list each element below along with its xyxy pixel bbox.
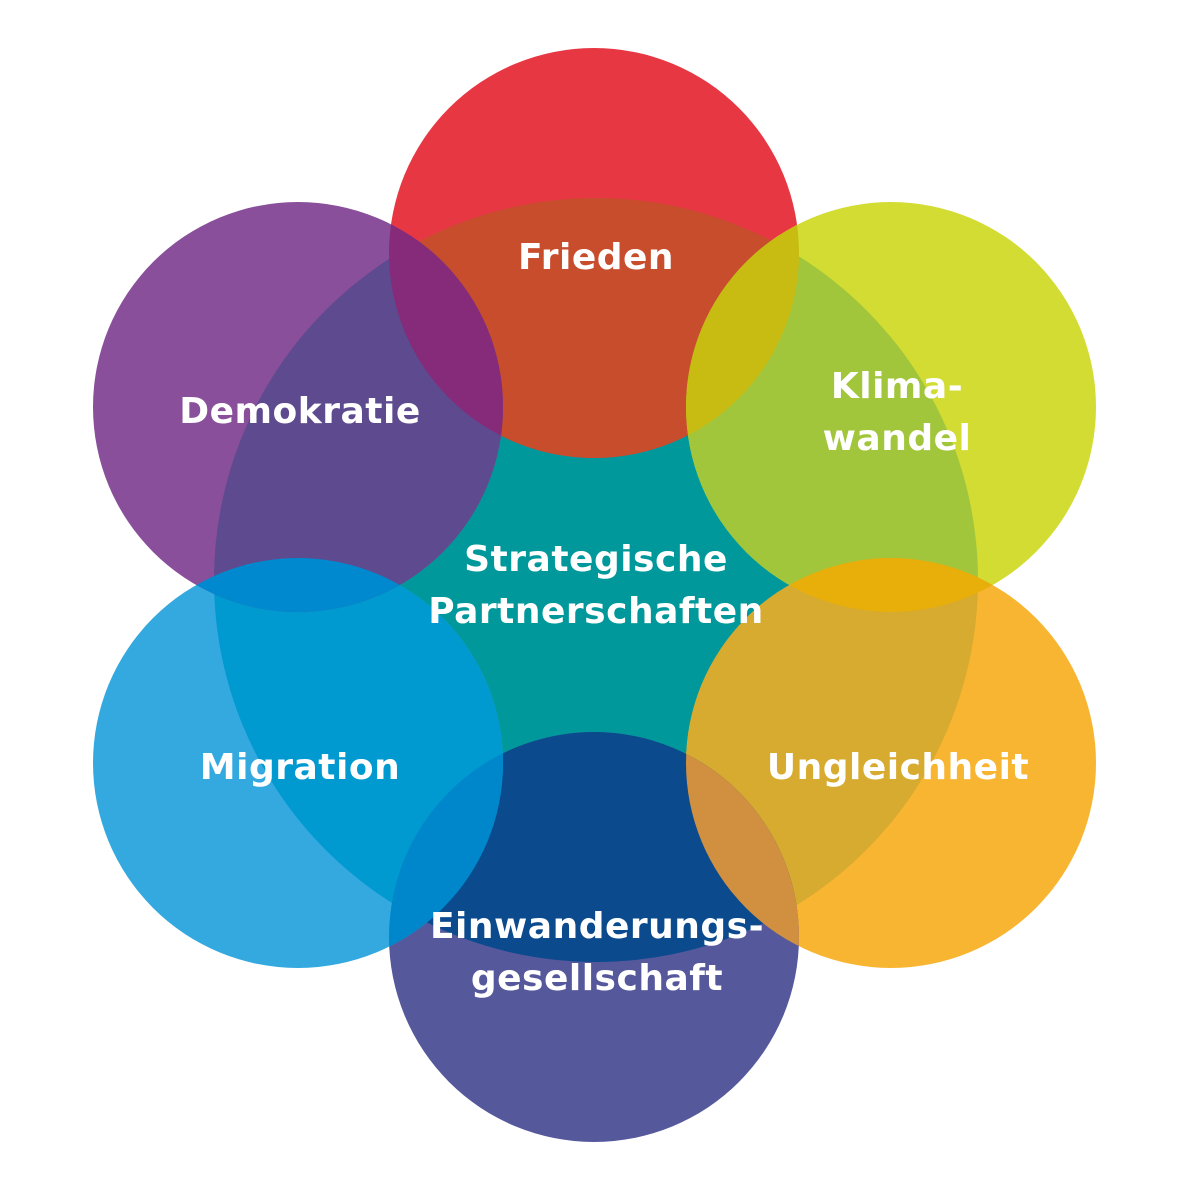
- label-ungleichheit: Ungleichheit: [767, 742, 1029, 794]
- label-einwanderung-line2: gesellschaft: [470, 958, 724, 999]
- overlap-migration-center: [214, 558, 503, 962]
- overlap-ungleichheit-center: [686, 558, 978, 962]
- label-center-line1: Strategische: [464, 539, 728, 580]
- label-klimawandel-line2: wandel: [822, 418, 972, 459]
- overlap-frieden-demokratie: [389, 202, 503, 458]
- label-migration: Migration: [200, 742, 400, 794]
- label-center: Strategische Partnerschaften: [428, 534, 764, 638]
- label-frieden-text: Frieden: [517, 237, 675, 278]
- label-migration-text: Migration: [199, 747, 401, 788]
- label-klimawandel: Klima- wandel: [823, 361, 972, 465]
- label-demokratie: Demokratie: [179, 386, 421, 438]
- label-center-line2: Partnerschaften: [428, 591, 764, 632]
- label-einwanderung-line1: Einwanderungs-: [429, 906, 765, 947]
- label-frieden: Frieden: [518, 232, 674, 284]
- overlap-einwanderung-center: [389, 732, 799, 962]
- label-ungleichheit-text: Ungleichheit: [766, 747, 1030, 788]
- label-demokratie-text: Demokratie: [179, 391, 421, 432]
- label-einwanderungsgesellschaft: Einwanderungs- gesellschaft: [430, 901, 764, 1005]
- label-klimawandel-line1: Klima-: [830, 366, 964, 407]
- overlap-frieden-klimawandel: [686, 202, 799, 458]
